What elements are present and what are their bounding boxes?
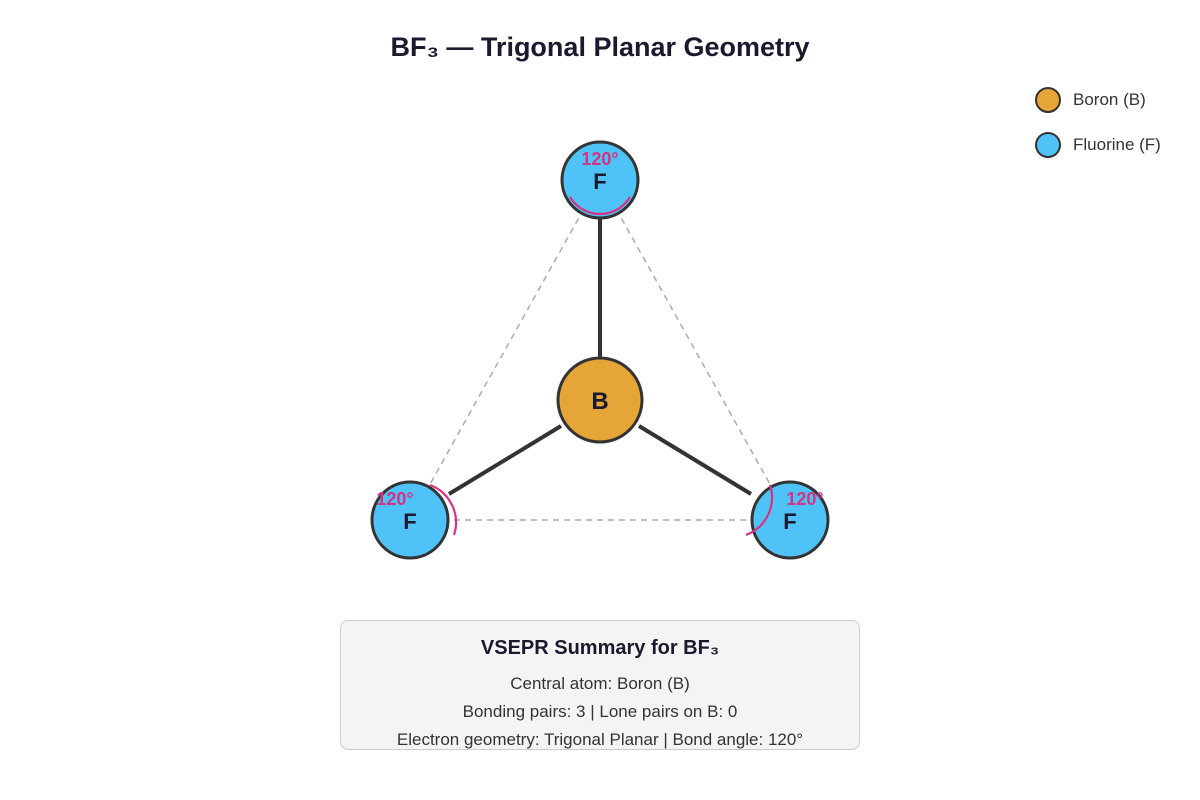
- angle-arc-bottom-left: [429, 483, 458, 536]
- fluorine-atom-bottom-right-label: F: [783, 509, 796, 534]
- legend: Boron (B) Fluorine (F): [1035, 85, 1161, 175]
- fluorine-atom-bottom-left-label: F: [403, 509, 416, 534]
- boron-swatch-icon: [1035, 87, 1061, 113]
- guide-line-left: [409, 179, 601, 521]
- angle-arc-top: [569, 196, 631, 215]
- angle-arc-bottom-right: [745, 484, 774, 537]
- angle-label-bottom-right: 120°: [786, 489, 823, 509]
- summary-line-central-atom: Central atom: Boron (B): [510, 674, 690, 693]
- angle-label-top: 120°: [581, 149, 618, 169]
- boron-atom: [556, 356, 644, 444]
- fluorine-atom-top: [560, 140, 640, 220]
- summary-line-pairs: Bonding pairs: 3 | Lone pairs on B: 0: [462, 702, 738, 721]
- guide-line-right: [599, 179, 791, 521]
- bond-bottom-left: [447, 424, 563, 496]
- boron-atom-label: B: [591, 388, 608, 415]
- summary-title: VSEPR Summary for BF₃: [480, 637, 720, 659]
- fluorine-atom-bottom-left: [370, 480, 450, 560]
- legend-item-fluorine: Fluorine (F): [1035, 130, 1161, 160]
- legend-label: Fluorine (F): [1073, 135, 1161, 154]
- page-title: BF₃ — Trigonal Planar Geometry: [390, 32, 810, 62]
- fluorine-swatch-icon: [1035, 132, 1061, 158]
- vsepr-summary-box: VSEPR Summary for BF₃ Central atom: Boro…: [340, 620, 860, 750]
- fluorine-atom-top-label: F: [593, 169, 606, 194]
- summary-line-geometry: Electron geometry: Trigonal Planar | Bon…: [396, 730, 804, 749]
- bond-bottom-right: [637, 424, 753, 496]
- legend-item-boron: Boron (B): [1035, 85, 1161, 115]
- legend-label: Boron (B): [1073, 90, 1146, 109]
- angle-label-bottom-left: 120°: [376, 489, 413, 509]
